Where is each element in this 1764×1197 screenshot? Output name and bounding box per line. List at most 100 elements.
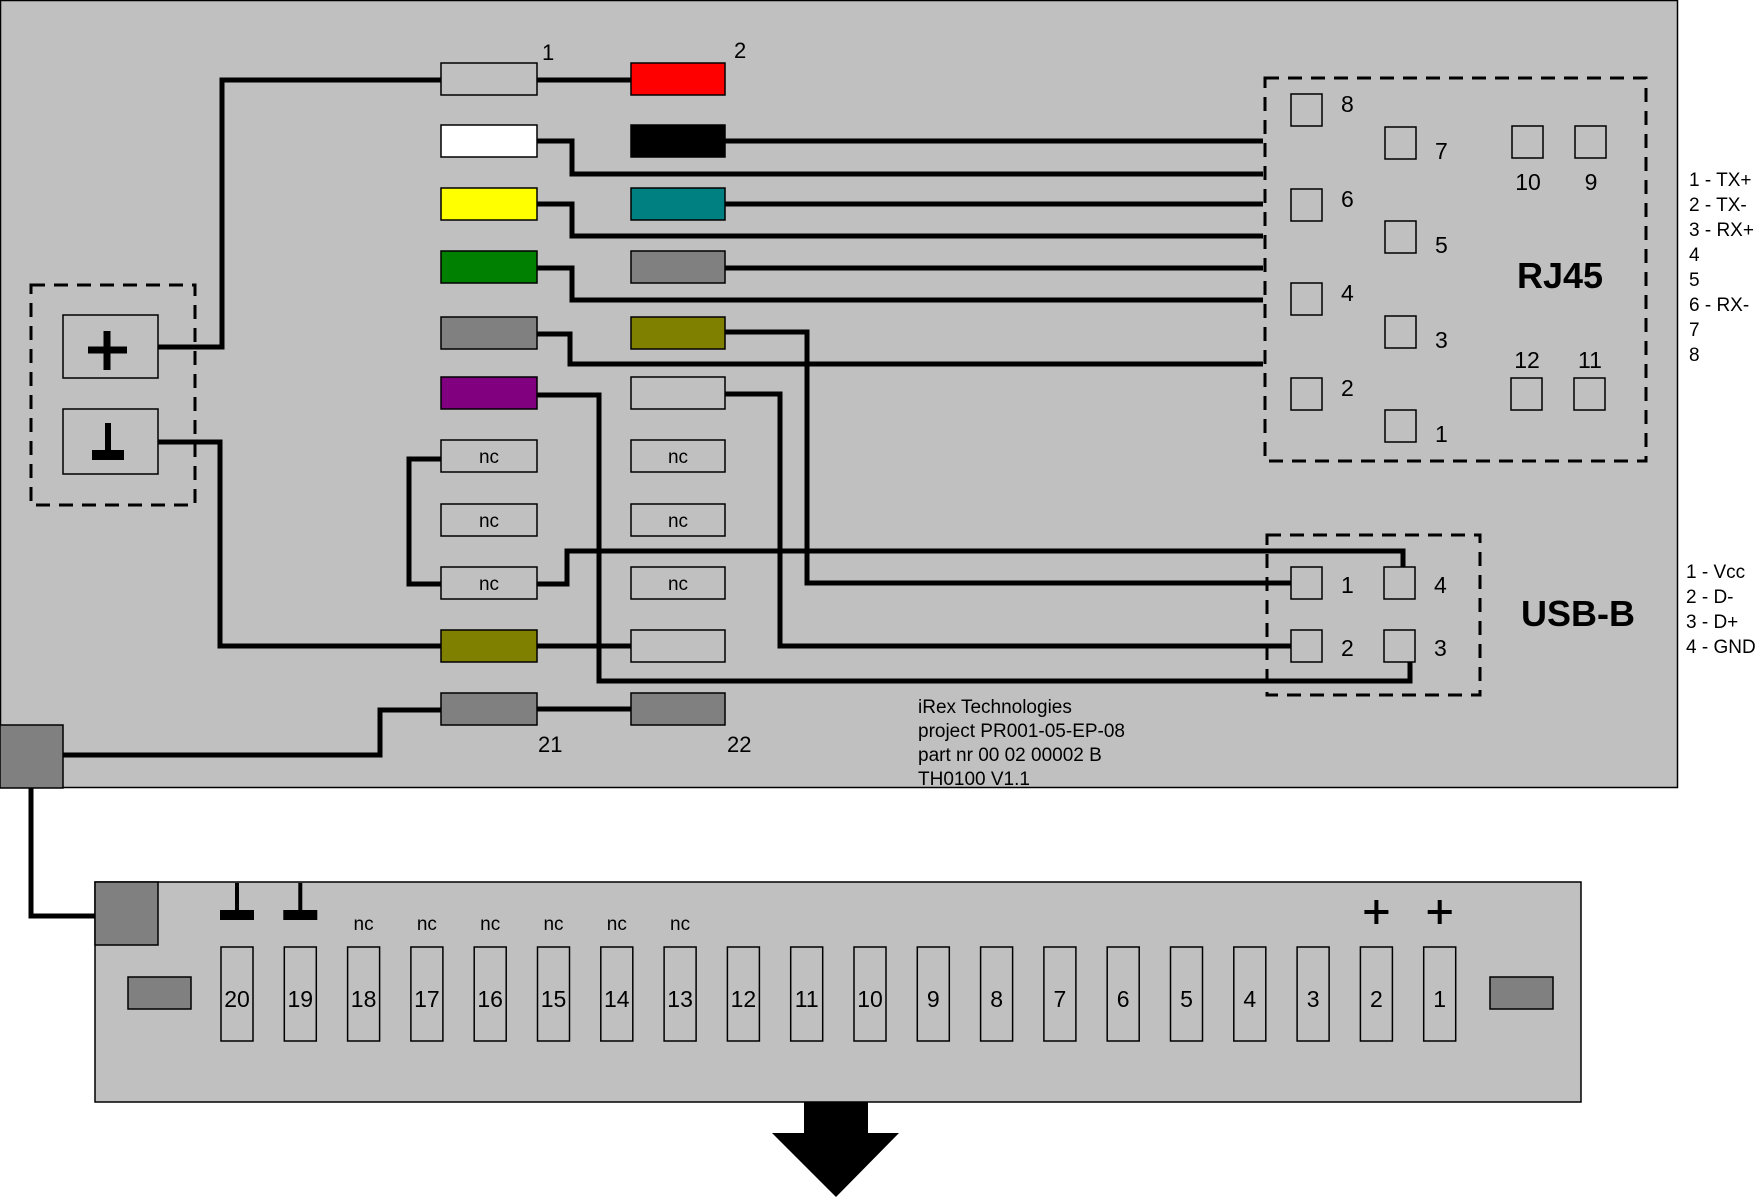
right-pin-box [630,187,726,221]
connector-pin-5: 5 [1169,946,1204,1042]
connector-pin-label: 7 [1054,986,1067,1012]
ground-bar [220,910,254,920]
right-pin-box [630,124,726,158]
rj45-pin-label: 12 [1514,347,1540,373]
usb-pin-label: 4 [1434,572,1447,598]
connector-pin-9: 9 [916,946,951,1042]
rj45-pin-label: 2 [1341,375,1354,401]
usb-legend-item: 3 - D+ [1686,612,1739,633]
nc-marker: nc [543,914,563,935]
nc-label: nc [479,447,499,468]
power-block [62,314,159,475]
right-pin-box: nc [630,566,726,600]
connector-pin-label: 12 [731,986,757,1012]
connector-pin-11: 11 [789,946,824,1042]
rj45-pin-10: 10 [1511,125,1544,195]
pin-2-label: 2 [734,38,746,63]
wire [537,138,1263,177]
wire [158,439,441,649]
rj45-pin-label: 8 [1341,91,1354,117]
connector-pin-3: 3 [1296,946,1330,1042]
rj45-pin-label: 3 [1435,327,1448,353]
left-pin-box [440,62,538,96]
connector-pin-6: 6 [1106,946,1140,1042]
nc-marker: nc [417,914,437,935]
power-dashed-outline [29,283,197,507]
nc-label: nc [668,447,688,468]
rj45-title: RJ45 [1517,255,1603,296]
rj45-pin-label: 1 [1435,421,1448,447]
left-pin-box: nc [440,566,538,600]
usb-pin-3: 3 [1383,629,1447,663]
rj45-legend-item: 8 [1689,345,1700,366]
usb-pin-label: 1 [1341,572,1354,598]
info-line: TH0100 V1.1 [918,769,1030,790]
wire [28,787,95,919]
top-board-ground-pad [0,724,64,789]
usb-legend-item: 2 - D- [1686,587,1734,608]
connector-pin-label: 10 [857,986,883,1012]
rj45-pin-label: 4 [1341,280,1354,306]
connector-pin-label: 16 [477,986,503,1012]
connector-pin-16: 16 nc [473,914,507,1042]
connector-pin-label: 6 [1117,986,1130,1012]
right-pin-box [630,692,726,726]
connector-pin-12: 12 [726,946,761,1042]
plus-icon [88,331,127,370]
rj45-pin-label: 5 [1435,232,1448,258]
wire [537,548,1406,587]
wire [725,329,1297,586]
top-board [0,0,1679,789]
usb-pin-2: 2 [1290,629,1354,663]
rj45-pin-11: 11 [1573,347,1606,411]
connector-pin-label: 5 [1180,986,1193,1012]
connector-pin-2: 2 [1359,900,1394,1042]
connector-pin-label: 8 [990,986,1003,1012]
rj45-pin-2: 2 [1290,375,1354,411]
right-pin-box: nc [630,439,726,473]
left-pin-box [440,124,538,158]
right-pin-box [630,316,726,350]
rj45-pin-3: 3 [1384,315,1448,353]
usb-title: USB-B [1521,593,1635,634]
connector-pin-4: 4 [1233,946,1267,1042]
rj45-pin-label: 9 [1585,169,1598,195]
connector-pin-label: 11 [795,986,819,1012]
nc-marker: nc [354,914,374,935]
connector-pin-8: 8 [979,946,1014,1042]
rj45-pin-label: 10 [1515,169,1541,195]
rj45-legend-item: 2 - TX- [1689,195,1747,216]
nc-label: nc [668,511,688,532]
rj45-legend-item: 5 [1689,270,1700,291]
rj45-pin-label: 6 [1341,186,1354,212]
plus-icon [1364,900,1389,924]
plus-icon [1427,900,1452,924]
connector-pin-label: 9 [927,986,940,1012]
rj45-pin-9: 9 [1574,125,1607,195]
wire [537,265,1263,303]
connector-pin-20: 20 [220,883,254,1042]
connector-pin-label: 4 [1243,986,1256,1012]
wire [725,391,1297,649]
nc-label: nc [479,511,499,532]
wire [537,331,1263,367]
nc-label: nc [479,574,499,595]
usb-pin-label: 2 [1341,635,1354,661]
usb-legend-item: 4 - GND [1686,637,1756,658]
connector-pin-7: 7 [1043,946,1077,1042]
nc-marker: nc [670,914,690,935]
rj45-pin-6: 6 [1290,186,1354,222]
info-line: project PR001-05-EP-08 [918,721,1125,742]
right-pin-box [630,62,726,96]
right-pin-box [630,250,726,284]
nc-marker: nc [480,914,500,935]
rj45-pin-1: 1 [1384,409,1448,447]
connector-pin-label: 18 [351,986,377,1012]
rj45-legend-item: 3 - RX+ [1689,220,1754,241]
